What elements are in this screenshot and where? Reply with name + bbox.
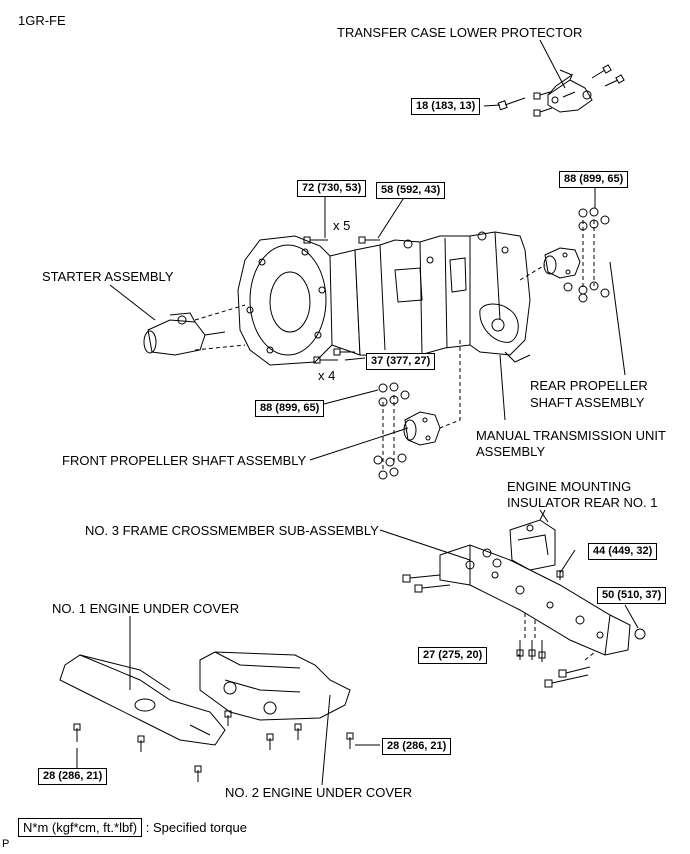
torque-lower-bolts: 37 (377, 27): [366, 353, 436, 370]
legend-description: : Specified torque: [145, 820, 247, 835]
label-transfer-case-protector: TRANSFER CASE LOWER PROTECTOR: [337, 25, 583, 40]
protector-bolts: [497, 64, 625, 117]
leader-lines: [76, 39, 639, 786]
under-cover-1-drawing: [59, 654, 226, 746]
label-manual-transmission-2: ASSEMBLY: [476, 444, 546, 459]
under-cover-2-drawing: [199, 651, 351, 721]
engine-mount-drawing: [509, 509, 556, 571]
torque-protector: 18 (183, 13): [411, 98, 481, 115]
label-front-propeller: FRONT PROPELLER SHAFT ASSEMBLY: [62, 453, 307, 468]
torque-crossmember-right: 50 (510, 37): [597, 587, 667, 604]
torque-rear-flange: 88 (899, 65): [559, 171, 629, 188]
under-cover-bolts: [73, 710, 354, 782]
crossmember-drawing: [439, 544, 631, 656]
torque-mount-insulator: 44 (449, 32): [588, 543, 658, 560]
label-rear-propeller-1: REAR PROPELLER: [530, 378, 648, 393]
torque-under-cover-right: 28 (286, 21): [382, 738, 452, 755]
corner-mark: P: [2, 838, 10, 850]
torque-front-flange: 88 (899, 65): [255, 400, 325, 417]
torque-bellhousing-bolts: 72 (730, 53): [297, 180, 367, 197]
legend-unit-box: N*m (kgf*cm, ft.*lbf): [18, 818, 143, 837]
label-starter-assembly: STARTER ASSEMBLY: [42, 269, 174, 284]
label-manual-transmission-1: MANUAL TRANSMISSION UNIT: [476, 428, 666, 443]
label-rear-propeller-2: SHAFT ASSEMBLY: [530, 395, 645, 410]
transmission-body-drawing: [354, 231, 531, 363]
torque-crossmember-bottom: 27 (275, 20): [418, 647, 488, 664]
label-frame-crossmember: NO. 3 FRAME CROSSMEMBER SUB-ASSEMBLY: [85, 523, 379, 538]
label-under-cover-2: NO. 2 ENGINE UNDER COVER: [225, 785, 413, 800]
torque-upper-bolt: 58 (592, 43): [376, 182, 446, 199]
rear-flange-drawing: [543, 247, 581, 279]
multiplier-lower: x 4: [318, 368, 336, 383]
starter-drawing: [143, 312, 226, 356]
bellhousing-bolts: [303, 236, 380, 364]
engine-code: 1GR-FE: [18, 13, 66, 28]
multiplier-bellhousing: x 5: [333, 218, 351, 233]
transfer-case-protector-drawing: [547, 69, 593, 113]
rear-flange-nuts: [563, 207, 610, 303]
transmission-bellhousing-drawing: [237, 235, 361, 366]
legend: N*m (kgf*cm, ft.*lbf) : Specified torque: [18, 818, 247, 837]
torque-under-cover-left: 28 (286, 21): [38, 768, 108, 785]
label-under-cover-1: NO. 1 ENGINE UNDER COVER: [52, 601, 240, 616]
label-engine-mount-2: INSULATOR REAR NO. 1: [507, 495, 658, 510]
front-flange-drawing: [403, 411, 441, 446]
label-engine-mount-1: ENGINE MOUNTING: [507, 479, 632, 494]
crossmember-bolts: [402, 548, 646, 688]
